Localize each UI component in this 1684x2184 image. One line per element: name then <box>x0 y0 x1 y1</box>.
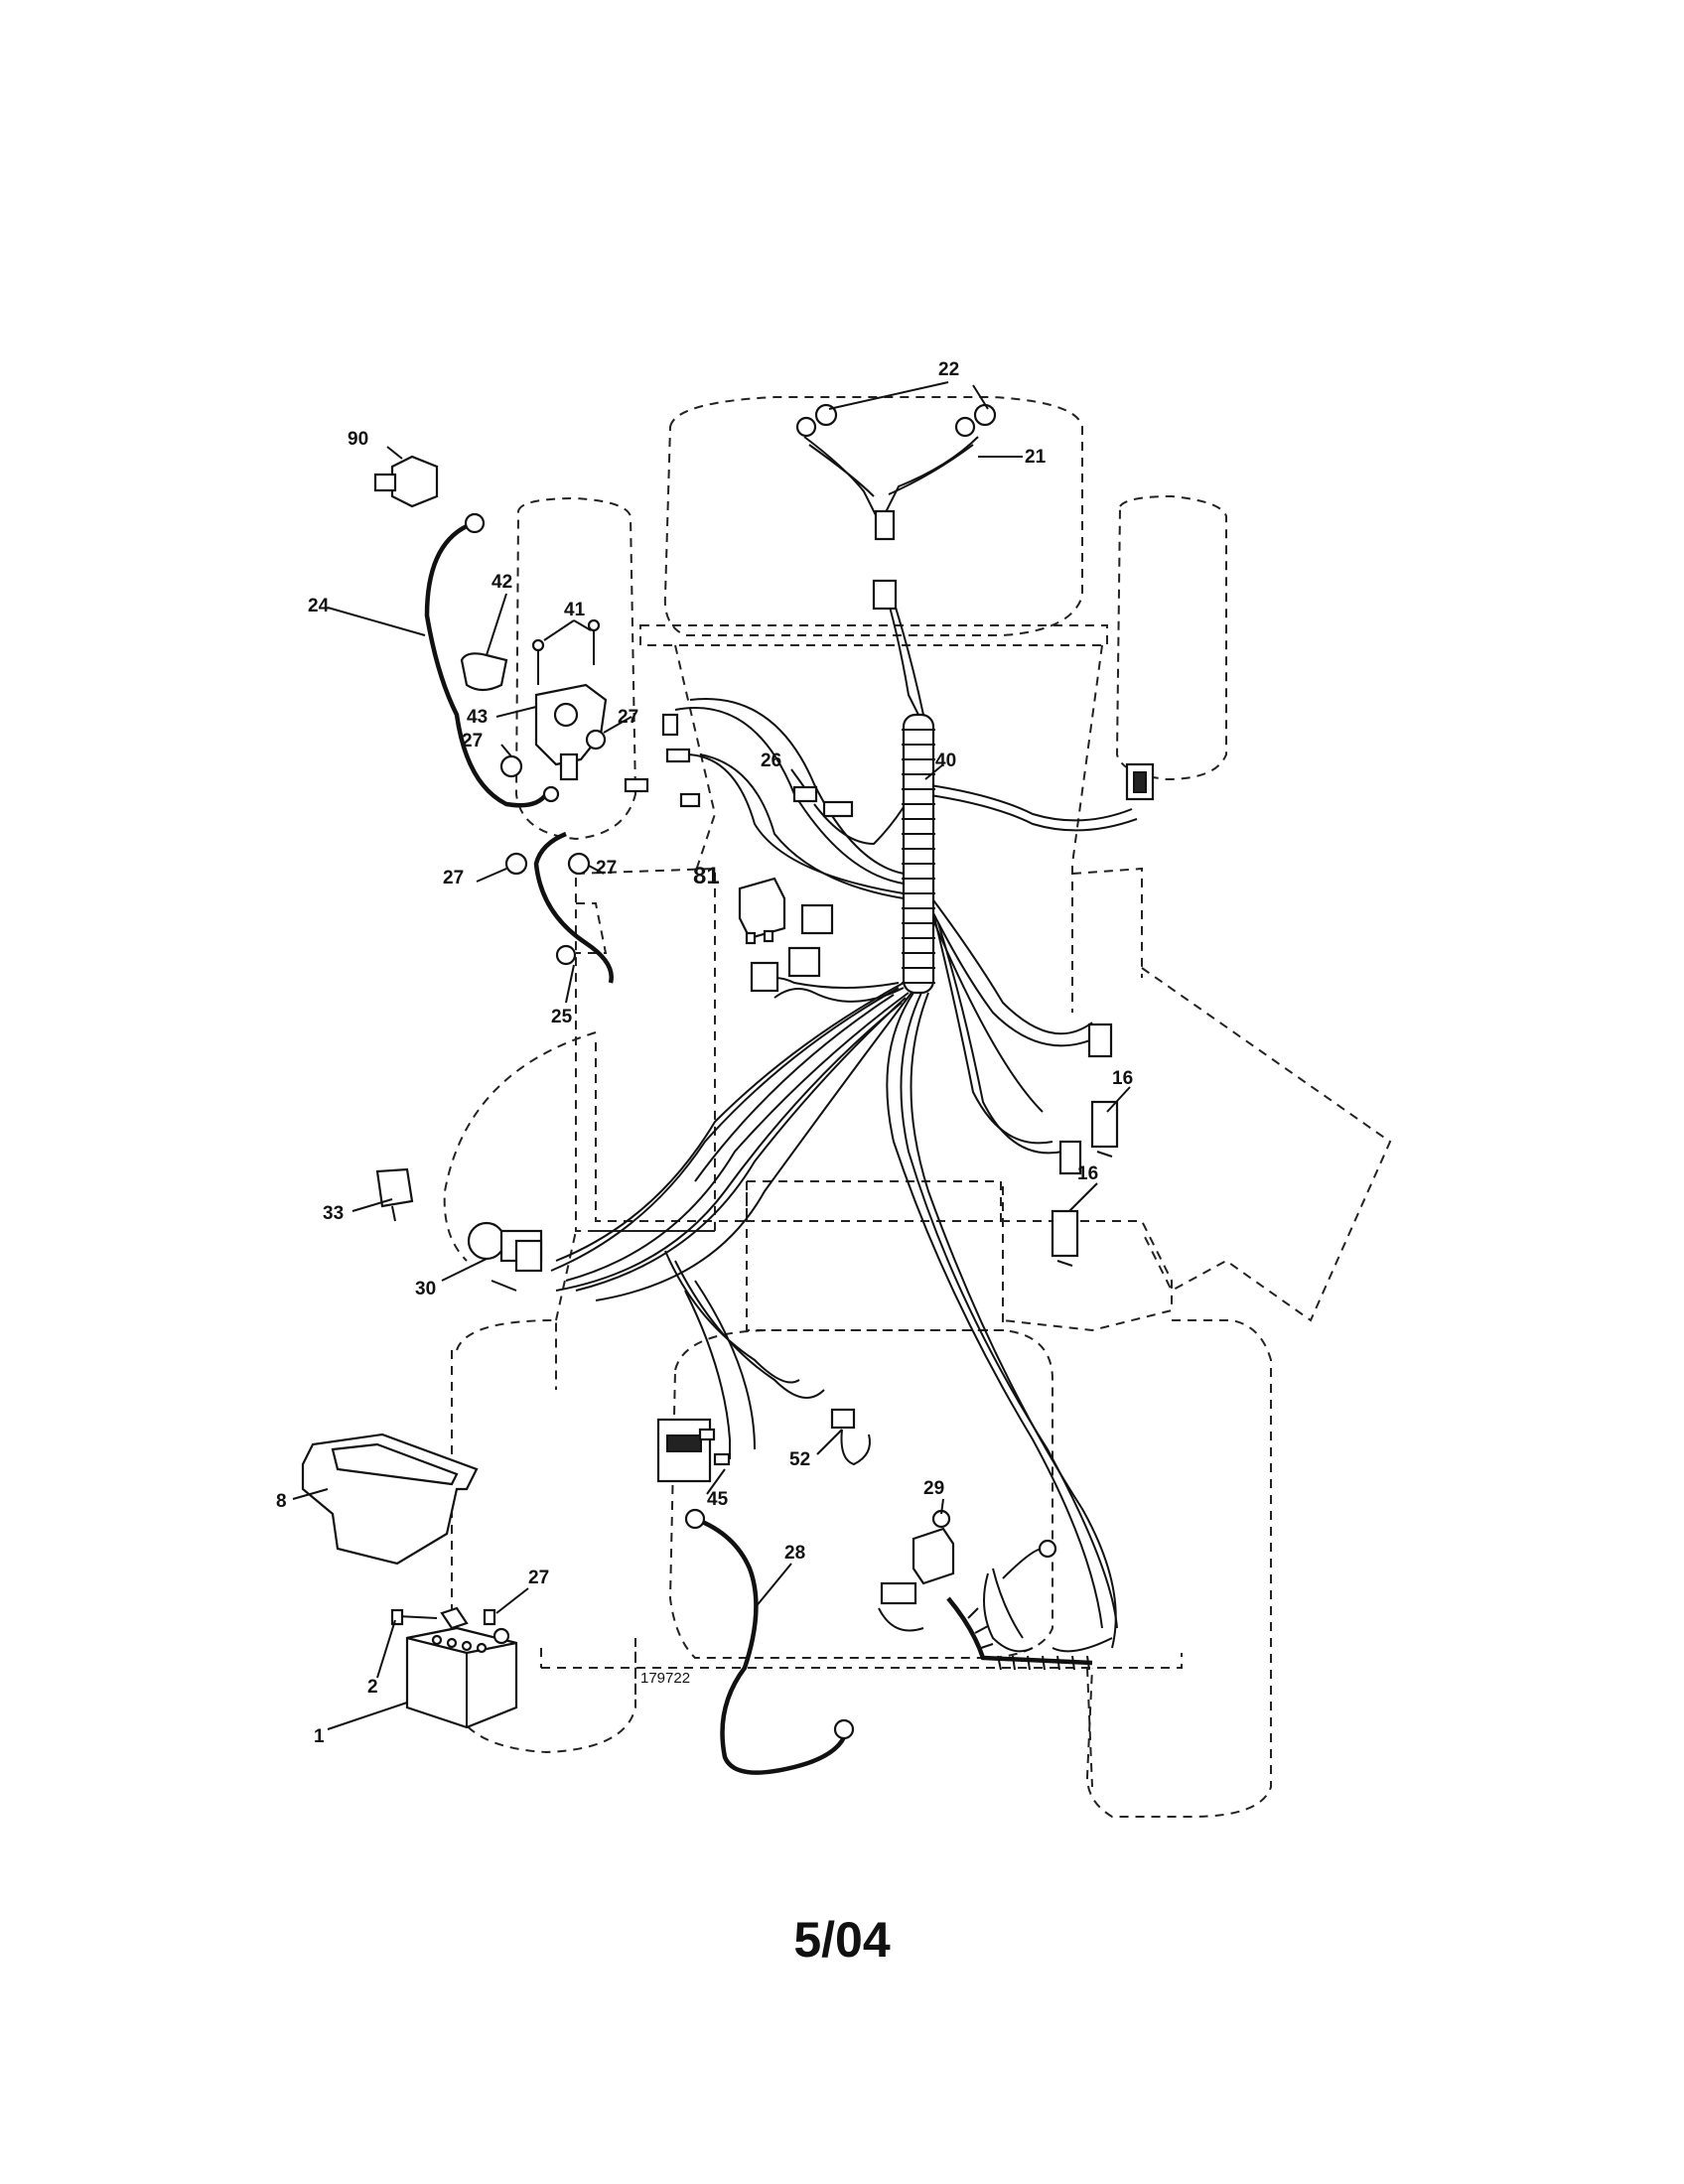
callout-43: 43 <box>467 707 488 728</box>
nuts-27 <box>499 729 607 876</box>
callout-2: 2 <box>367 1677 378 1698</box>
switch-16-upper <box>1090 1100 1119 1158</box>
connector-26 <box>792 785 854 818</box>
ring-terminals-lower <box>684 1508 1057 1740</box>
hour-meter-45 <box>656 1418 731 1483</box>
callout-16b: 16 <box>1077 1163 1098 1184</box>
switch-16-lower <box>1051 1209 1079 1267</box>
callout-28: 28 <box>784 1543 805 1564</box>
battery-1 <box>405 1626 518 1729</box>
callout-27b: 27 <box>462 731 483 751</box>
callout-30: 30 <box>415 1279 436 1299</box>
key-33 <box>375 1167 414 1222</box>
callout-27e: 27 <box>528 1568 549 1588</box>
tractor-outline <box>443 396 1392 1818</box>
callout-22: 22 <box>938 359 959 380</box>
callout-29: 29 <box>923 1478 944 1499</box>
callout-16a: 16 <box>1112 1068 1133 1089</box>
ring-terminal-24 <box>464 512 486 534</box>
harness-conduit-40 <box>902 713 935 995</box>
plug-90 <box>373 455 439 508</box>
headlight-harness-connector-21 <box>872 509 898 611</box>
callout-26: 26 <box>761 751 781 771</box>
callout-45: 45 <box>707 1489 729 1510</box>
callout-90: 90 <box>348 429 368 450</box>
callout-25: 25 <box>551 1007 573 1027</box>
callout-52: 52 <box>789 1449 810 1470</box>
callout-27a: 27 <box>618 707 638 728</box>
hardware-2-27 <box>390 1606 496 1630</box>
callout-27c: 27 <box>443 868 464 888</box>
callout-labels: 22 21 90 42 41 24 43 27 27 26 40 27 27 2… <box>276 359 1133 1747</box>
figure-number: 179722 <box>640 1670 690 1687</box>
callout-24: 24 <box>308 596 330 616</box>
screws-41 <box>531 618 601 685</box>
callout-33: 33 <box>323 1203 344 1224</box>
connector-52 <box>830 1408 871 1466</box>
plug-connector-lower <box>880 1581 917 1605</box>
callout-8: 8 <box>276 1491 287 1512</box>
callout-21: 21 <box>1025 447 1047 468</box>
switch-29 <box>912 1509 955 1585</box>
date-code: 5/04 <box>793 1912 891 1968</box>
callout-40: 40 <box>935 751 956 771</box>
callout-1: 1 <box>314 1726 325 1747</box>
terminals-upper <box>624 713 701 808</box>
callout-27d: 27 <box>596 858 617 879</box>
headlight-bulbs-22 <box>795 403 997 438</box>
bracket-42 <box>460 652 508 692</box>
callout-42: 42 <box>491 572 512 593</box>
callout-81: 81 <box>693 863 720 889</box>
ring-terminal-25 <box>555 944 577 966</box>
coil-cord <box>946 1596 1093 1671</box>
connector-right-upper <box>1125 762 1155 801</box>
relay-81 <box>738 877 786 945</box>
battery-tray-8 <box>301 1433 479 1566</box>
callout-leaders <box>292 381 1131 1730</box>
callout-41: 41 <box>564 600 586 620</box>
ignition-switch-30 <box>467 1221 543 1292</box>
connectors-middle <box>750 903 1113 1175</box>
